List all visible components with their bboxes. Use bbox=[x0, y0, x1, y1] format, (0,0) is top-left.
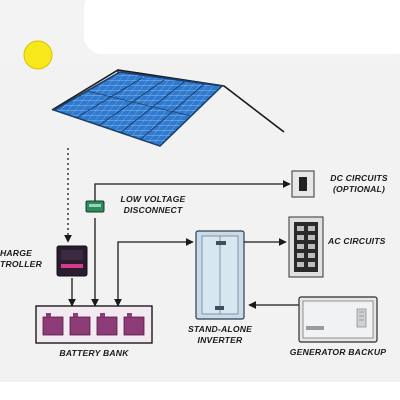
battery-bank-icon bbox=[35, 305, 153, 344]
low-voltage-label-line2: DISCONNECT bbox=[123, 205, 183, 215]
dc-circuits-label: DC CIRCUITS (OPTIONAL) bbox=[320, 173, 398, 195]
low-voltage-disconnect-label: LOW VOLTAGE DISCONNECT bbox=[108, 194, 198, 216]
dc-circuits-icon bbox=[291, 170, 315, 198]
sun-icon bbox=[23, 40, 53, 70]
inverter-label-line1: STAND-ALONE bbox=[187, 324, 253, 334]
dc-circuits-label-line2: (OPTIONAL) bbox=[332, 184, 386, 194]
low-voltage-label-line1: LOW VOLTAGE bbox=[120, 194, 186, 204]
battery-to-inverter-line bbox=[114, 238, 194, 307]
dc-circuits-label-line1: DC CIRCUITS bbox=[330, 173, 388, 183]
inverter-label: STAND-ALONE INVERTER bbox=[176, 324, 264, 346]
ac-circuits-label: AC CIRCUITS bbox=[328, 236, 386, 246]
top-card bbox=[84, 0, 400, 54]
battery-bank-label: BATTERY BANK bbox=[59, 348, 129, 358]
generator-backup-label: GENERATOR BACKUP bbox=[289, 347, 387, 357]
generator-icon bbox=[298, 296, 378, 343]
bottom-band bbox=[0, 382, 400, 400]
inverter-label-line2: INVERTER bbox=[197, 335, 243, 345]
battery-to-dc-path bbox=[91, 180, 291, 307]
charge-label-line2: TROLLER bbox=[0, 259, 42, 269]
charge-controller-icon bbox=[56, 245, 88, 277]
solar-panel-array bbox=[52, 71, 224, 147]
charge-controller-label: HARGE TROLLER bbox=[0, 248, 52, 270]
ac-circuits-icon bbox=[288, 216, 324, 278]
low-voltage-disconnect-icon bbox=[85, 200, 105, 213]
inverter-icon bbox=[195, 230, 245, 320]
charge-label-line1: HARGE bbox=[0, 248, 33, 258]
